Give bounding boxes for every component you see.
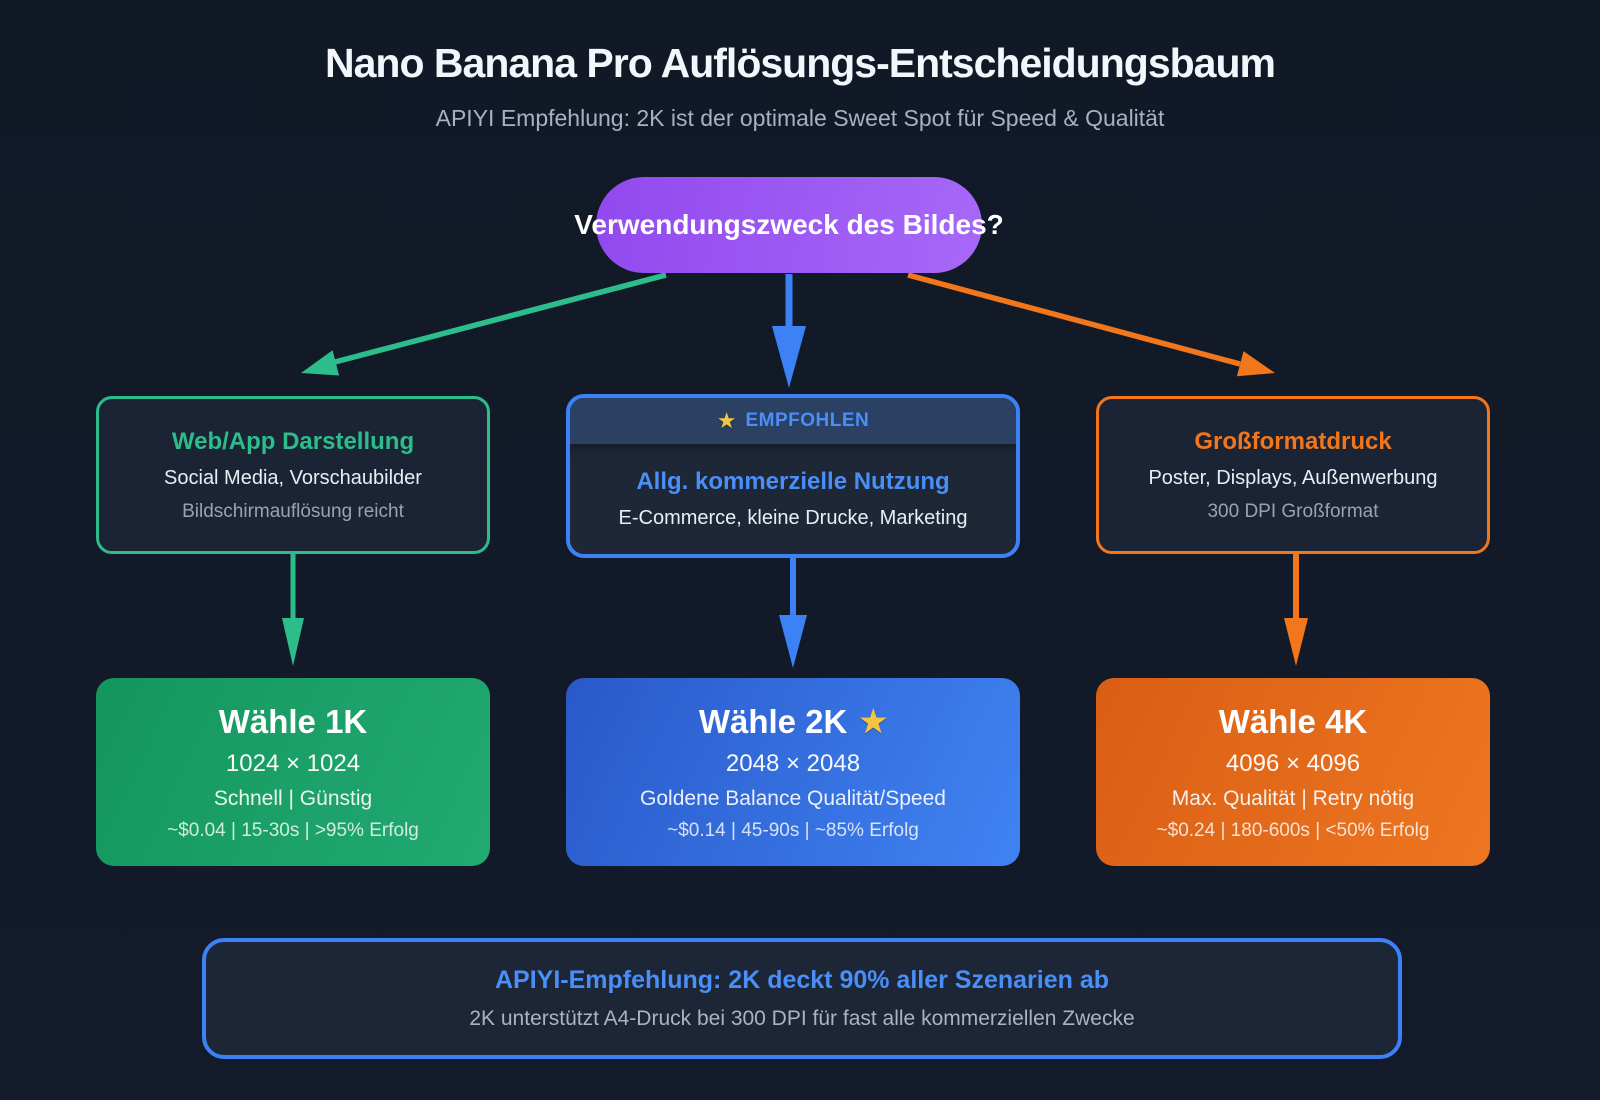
star-icon: ★: [859, 704, 888, 739]
branch-card-commercial-body: Allg. kommerzielle Nutzung E-Commerce, k…: [570, 444, 1016, 554]
result-title-text: Wähle 2K: [698, 702, 848, 740]
result-description: Schnell | Günstig: [213, 786, 373, 810]
branch-line1: Poster, Displays, Außenwerbung: [1148, 466, 1438, 489]
result-card-2k: Wähle 2K ★ 2048 × 2048 Goldene Balance Q…: [566, 678, 1020, 866]
star-icon: ★: [716, 408, 737, 433]
root-question-node: Verwendungszweck des Bildes?: [574, 177, 1004, 273]
result-resolution: 1024 × 1024: [225, 749, 361, 777]
result-stats: ~$0.24 | 180-600s | <50% Erfolg: [1156, 819, 1430, 841]
recommended-badge-label: EMPFOHLEN: [745, 410, 870, 431]
root-question-label: Verwendungszweck des Bildes?: [574, 209, 1004, 240]
arrow-web-head: [301, 350, 340, 376]
arrow-commercial-head: [772, 326, 806, 388]
recommendation-banner: APIYI-Empfehlung: 2K deckt 90% aller Sze…: [202, 938, 1402, 1059]
page-title: Nano Banana Pro Auflösungs-Entscheidungs…: [325, 40, 1276, 86]
arrow-web-line: [334, 272, 667, 365]
result-title: Wähle 1K: [219, 703, 368, 741]
branch-card-commercial: ★ EMPFOHLEN Allg. kommerzielle Nutzung E…: [566, 394, 1020, 558]
branch-line1: Social Media, Vorschaubilder: [164, 466, 422, 489]
branch-line2: 300 DPI Großformat: [1207, 500, 1379, 522]
arrow-result-4k-head: [1284, 618, 1308, 666]
result-stats: ~$0.14 | 45-90s | ~85% Erfolg: [667, 819, 919, 841]
result-stats: ~$0.04 | 15-30s | >95% Erfolg: [167, 819, 419, 841]
branch-line1: E-Commerce, kleine Drucke, Marketing: [618, 507, 968, 529]
result-description: Max. Qualität | Retry nötig: [1171, 786, 1415, 810]
arrow-result-2k-head: [779, 615, 807, 668]
page-subtitle: APIYI Empfehlung: 2K ist der optimale Sw…: [435, 105, 1165, 131]
result-description: Goldene Balance Qualität/Speed: [640, 786, 946, 810]
result-resolution: 4096 × 4096: [1225, 749, 1361, 777]
result-resolution: 2048 × 2048: [725, 749, 861, 777]
arrow-print-head: [1236, 351, 1275, 377]
recommended-badge: ★ EMPFOHLEN: [570, 398, 1016, 444]
recommendation-subtitle: 2K unterstützt A4-Druck bei 300 DPI für …: [469, 1007, 1135, 1030]
branch-title: Großformatdruck: [1194, 427, 1392, 455]
result-card-1k: Wähle 1K 1024 × 1024 Schnell | Günstig ~…: [96, 678, 490, 866]
branch-title: Allg. kommerzielle Nutzung: [636, 468, 950, 495]
branch-card-web: Web/App Darstellung Social Media, Vorsch…: [96, 396, 490, 554]
result-title-text: Wähle 4K: [1218, 702, 1368, 740]
branch-card-print: Großformatdruck Poster, Displays, Außenw…: [1096, 396, 1490, 554]
arrow-print-line: [907, 272, 1241, 367]
result-title: Wähle 4K: [1219, 703, 1368, 741]
recommendation-title: APIYI-Empfehlung: 2K deckt 90% aller Sze…: [494, 966, 1110, 994]
result-title-text: Wähle 1K: [218, 702, 368, 740]
branch-title: Web/App Darstellung: [171, 427, 415, 455]
arrow-result-1k-head: [282, 618, 304, 666]
result-title: Wähle 2K ★: [699, 703, 887, 741]
result-card-4k: Wähle 4K 4096 × 4096 Max. Qualität | Ret…: [1096, 678, 1490, 866]
branch-line2: Bildschirmauflösung reicht: [182, 500, 404, 522]
